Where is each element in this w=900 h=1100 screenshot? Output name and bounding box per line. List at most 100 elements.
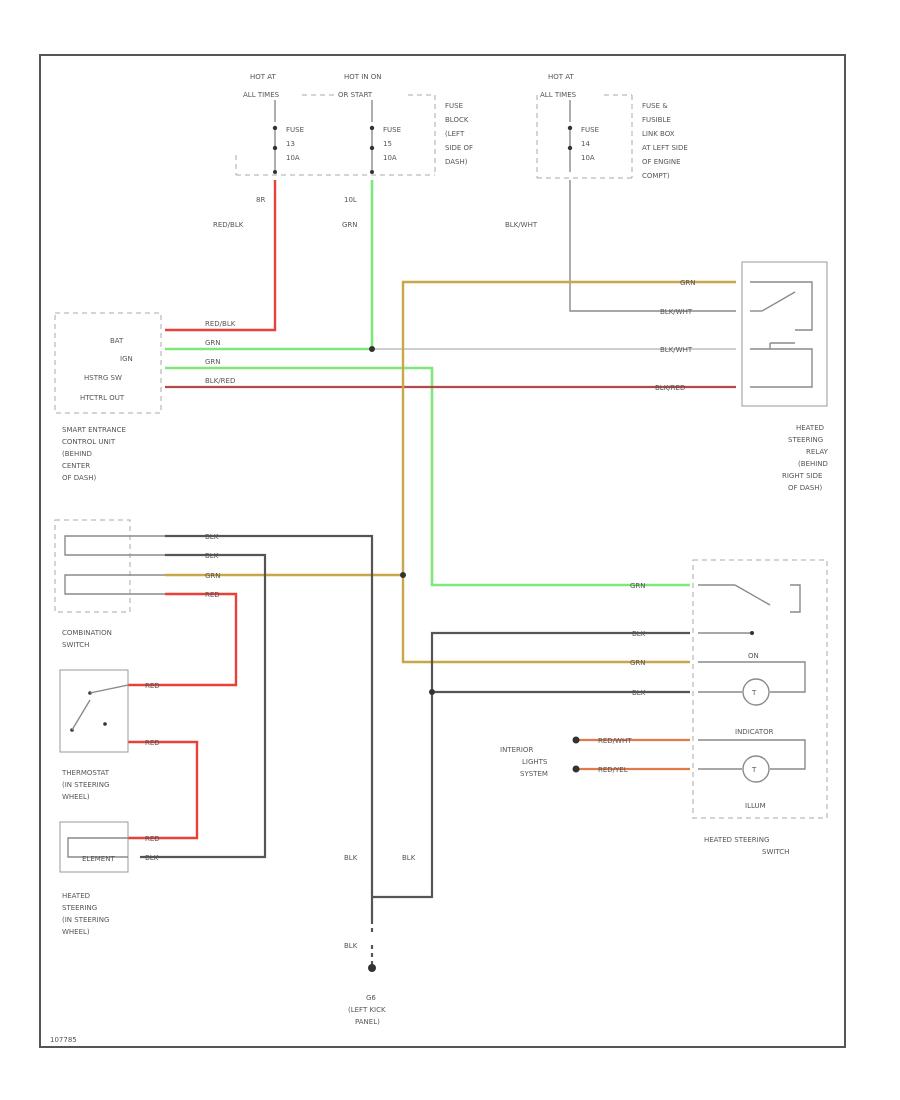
secu-caption-line1: SMART ENTRANCE — [62, 426, 126, 434]
secu-caption-line2: CONTROL UNIT — [62, 438, 116, 446]
fuse-link-caption-line5: OF ENGINE — [642, 158, 681, 166]
relay-wire-4: BLK/RED — [655, 384, 685, 392]
ground-caption-line2: (LEFT KICK — [348, 1006, 386, 1014]
wire-tan-relay — [401, 280, 736, 664]
combination-switch: BLK BLK GRN RED COMBINATION SWITCH — [54, 519, 221, 649]
secu-caption-line5: OF DASH) — [62, 474, 97, 482]
on-lamp-icon — [742, 678, 770, 706]
fuse-block-caption-line4: SIDE OF — [445, 144, 473, 152]
fuse-link-caption-line6: COMPT) — [642, 172, 670, 180]
fuse1-terminal-bottom — [272, 145, 278, 151]
splice-blk-hs — [429, 689, 435, 695]
thermostat-caption-line2: (IN STEERING — [62, 781, 109, 789]
secu-pin-ign: IGN — [120, 355, 133, 363]
thermostat-wire-1: RED — [145, 682, 160, 690]
interior-caption-line3: SYSTEM — [520, 770, 548, 778]
hs-switch-wire-1: GRN — [630, 582, 646, 590]
secu-wire-3: GRN — [205, 358, 221, 366]
hs-switch-illum-label: ILLUM — [745, 802, 766, 810]
hot-all-times-label-line1: HOT AT — [250, 73, 277, 81]
fuse1-number: 13 — [286, 140, 295, 148]
indicator-lamp-icon — [742, 755, 770, 783]
fuse3-terminal-top — [567, 125, 573, 131]
hs-switch-indicator-label: INDICATOR — [735, 728, 774, 736]
fuse1-rating: 10A — [286, 154, 300, 162]
fuse2-connector — [370, 170, 374, 174]
secu-pin-htctrl: HTCTRL OUT — [80, 394, 125, 402]
hot-all-times-2-label-line2: ALL TIMES — [540, 91, 577, 99]
interior-lights-system: RED/WHT RED/YEL INTERIOR LIGHTS SYSTEM — [500, 737, 632, 778]
thermostat-caption-line1: THERMOSTAT — [61, 769, 110, 777]
heated-steering-relay: GRN BLK/WHT BLK/WHT BLK/RED HEATED STEER… — [655, 261, 829, 492]
hot-in-on-label-line1: HOT IN ON — [344, 73, 382, 81]
interior-caption-line2: LIGHTS — [522, 758, 548, 766]
hot-all-times-2-label-line1: HOT AT — [548, 73, 575, 81]
smart-entrance-control-unit: BAT IGN HSTRG SW HTCTRL OUT RED/BLK GRN … — [54, 312, 236, 482]
hs-switch-wire-4: BLK — [632, 689, 646, 697]
relay-wire-1: GRN — [680, 279, 696, 287]
fuse1-connector — [273, 170, 277, 174]
fuse3-number: 14 — [581, 140, 590, 148]
ground-wire-1: BLK — [344, 854, 358, 862]
heated-steering-wire-2: BLK — [145, 854, 159, 862]
fuse-link-caption-line4: AT LEFT SIDE — [642, 144, 688, 152]
interior-lights-terminal-1 — [572, 736, 580, 744]
fuse-block-caption-line5: DASH) — [445, 158, 468, 166]
heated-steering-caption-line2: STEERING — [62, 904, 97, 912]
ground-wire-3: BLK — [344, 942, 358, 950]
wire-red-thermo-hs — [128, 740, 199, 840]
wire-label-grn: GRN — [342, 221, 358, 229]
fuse-block-caption-line2: BLOCK — [445, 116, 469, 124]
heated-steering-element: ELEMENT RED BLK HEATED STEERING (IN STEE… — [59, 821, 160, 936]
secu-wire-4: BLK/RED — [205, 377, 235, 385]
wire-grn-hstrg-sw — [165, 366, 690, 587]
thermostat-caption-line3: WHEEL) — [62, 793, 90, 801]
ground-caption-line3: PANEL) — [355, 1018, 380, 1026]
ground-g6: BLK BLK BLK G6 (LEFT KICK PANEL) — [344, 854, 416, 1026]
heated-steering-wire-1: RED — [145, 835, 160, 843]
interior-lights-terminal-2 — [572, 765, 580, 773]
fuse3-terminal-bottom — [567, 145, 573, 151]
relay-caption-line1: HEATED — [796, 424, 824, 432]
wire-red-comb-thermo — [128, 592, 238, 687]
fuse2-terminal-top — [369, 125, 375, 131]
fuse2-rating: 10A — [383, 154, 397, 162]
ground-caption-line1: G6 — [366, 994, 376, 1002]
fuse-block-caption-line1: FUSE — [445, 102, 463, 110]
comb-caption-line2: SWITCH — [62, 641, 89, 649]
fuse3-rating: 10A — [581, 154, 595, 162]
wire-blk-comb-2 — [140, 553, 267, 859]
fuse-block-caption-line3: (LEFT — [445, 130, 465, 138]
fuse-block-section: HOT AT ALL TIMES HOT IN ON OR START FUSE… — [235, 73, 473, 176]
diagram-frame — [39, 54, 846, 1048]
wire-red-blk-bat — [165, 180, 277, 332]
wire-label-red-blk: RED/BLK — [213, 221, 244, 229]
fuse-link-caption-line2: FUSIBLE — [642, 116, 671, 124]
relay-wire-3: BLK/WHT — [660, 346, 693, 354]
thermostat-wire-2: RED — [145, 739, 160, 747]
relay-caption-line6: OF DASH) — [788, 484, 823, 492]
wire-label-8r: 8R — [256, 196, 265, 204]
wire-blk-hs-switch — [372, 631, 690, 899]
hs-switch-caption-line1: HEATED STEERING — [704, 836, 769, 844]
fuse-link-caption-line1: FUSE & — [642, 102, 668, 110]
hs-switch-caption-line2: SWITCH — [762, 848, 789, 856]
fuse3-label: FUSE — [581, 126, 599, 134]
wire-label-10l: 10L — [344, 196, 357, 204]
secu-pin-bat: BAT — [110, 337, 124, 345]
hs-switch-wire-3: GRN — [630, 659, 646, 667]
on-lamp-symbol: T — [751, 689, 757, 697]
figure-id: 107785 — [50, 1036, 77, 1044]
ground-point — [368, 964, 376, 972]
heated-steering-element-label: ELEMENT — [82, 855, 115, 863]
heated-steering-caption-line3: (IN STEERING — [62, 916, 109, 924]
comb-wire-2: BLK — [205, 552, 219, 560]
heated-steering-caption-line1: HEATED — [62, 892, 90, 900]
heated-steering-caption-line4: WHEEL) — [62, 928, 90, 936]
secu-pin-hstrg: HSTRG SW — [84, 374, 122, 382]
indicator-lamp-symbol: T — [751, 766, 757, 774]
interior-wire-2: RED/YEL — [598, 766, 628, 774]
interior-wire-1: RED/WHT — [598, 737, 632, 745]
comb-wire-1: BLK — [205, 533, 219, 541]
ground-wire-2: BLK — [402, 854, 416, 862]
